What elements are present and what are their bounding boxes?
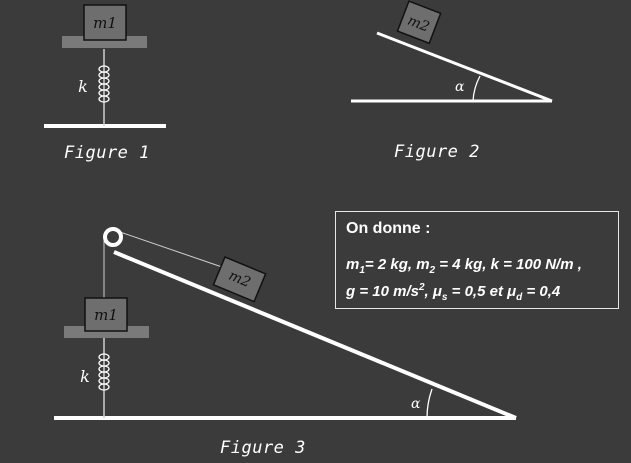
given-line-2: g = 10 m/s2, μs = 0,5 et μd = 0,4 bbox=[346, 282, 561, 303]
spring-coil bbox=[98, 353, 110, 391]
value-m1: 2 kg bbox=[377, 256, 408, 273]
value-mu-s: 0,5 bbox=[464, 283, 486, 300]
caption-figure-1: Figure 1 bbox=[64, 143, 150, 163]
value-k: 100 N/m bbox=[516, 256, 574, 273]
spring-label-k: k bbox=[78, 77, 88, 96]
angle-label: α bbox=[455, 79, 465, 95]
pulley-icon bbox=[103, 227, 123, 247]
mass-block-m2: m2 bbox=[396, 0, 442, 45]
mass-block-m2: m2 bbox=[212, 256, 267, 303]
spring-label-k: k bbox=[80, 367, 90, 386]
value-g: 10 m/s bbox=[372, 283, 419, 300]
spring-coil bbox=[98, 65, 110, 103]
angle-arc bbox=[472, 75, 481, 102]
caption-figure-2: Figure 2 bbox=[394, 142, 480, 162]
caption-figure-3: Figure 3 bbox=[220, 438, 306, 458]
figure-3: α m1 k m2 bbox=[54, 227, 517, 420]
value-mu-d: 0,4 bbox=[539, 283, 561, 300]
given-values-box: On donne : m1= 2 kg, m2 = 4 kg, k = 100 … bbox=[335, 211, 619, 309]
mass-label-m2: m2 bbox=[405, 13, 432, 36]
mass-label-m1: m1 bbox=[93, 14, 117, 32]
mass-block-m1 bbox=[83, 4, 127, 41]
figure-2: α m2 bbox=[351, 0, 553, 103]
given-title: On donne : bbox=[346, 220, 431, 237]
given-line-1: m1= 2 kg, m2 = 4 kg, k = 100 N/m , bbox=[346, 256, 582, 276]
angle-label: α bbox=[411, 396, 421, 412]
incline-line bbox=[113, 250, 517, 420]
mass-block-m1 bbox=[84, 297, 128, 332]
mass-label-m1: m1 bbox=[94, 306, 118, 324]
incline-line bbox=[376, 31, 553, 103]
figure-1: m1 k bbox=[44, 4, 166, 128]
value-m2: 4 kg bbox=[452, 256, 483, 273]
angle-arc bbox=[426, 388, 433, 419]
mass-label-m2: m2 bbox=[226, 268, 253, 291]
inclined-string bbox=[119, 231, 223, 268]
